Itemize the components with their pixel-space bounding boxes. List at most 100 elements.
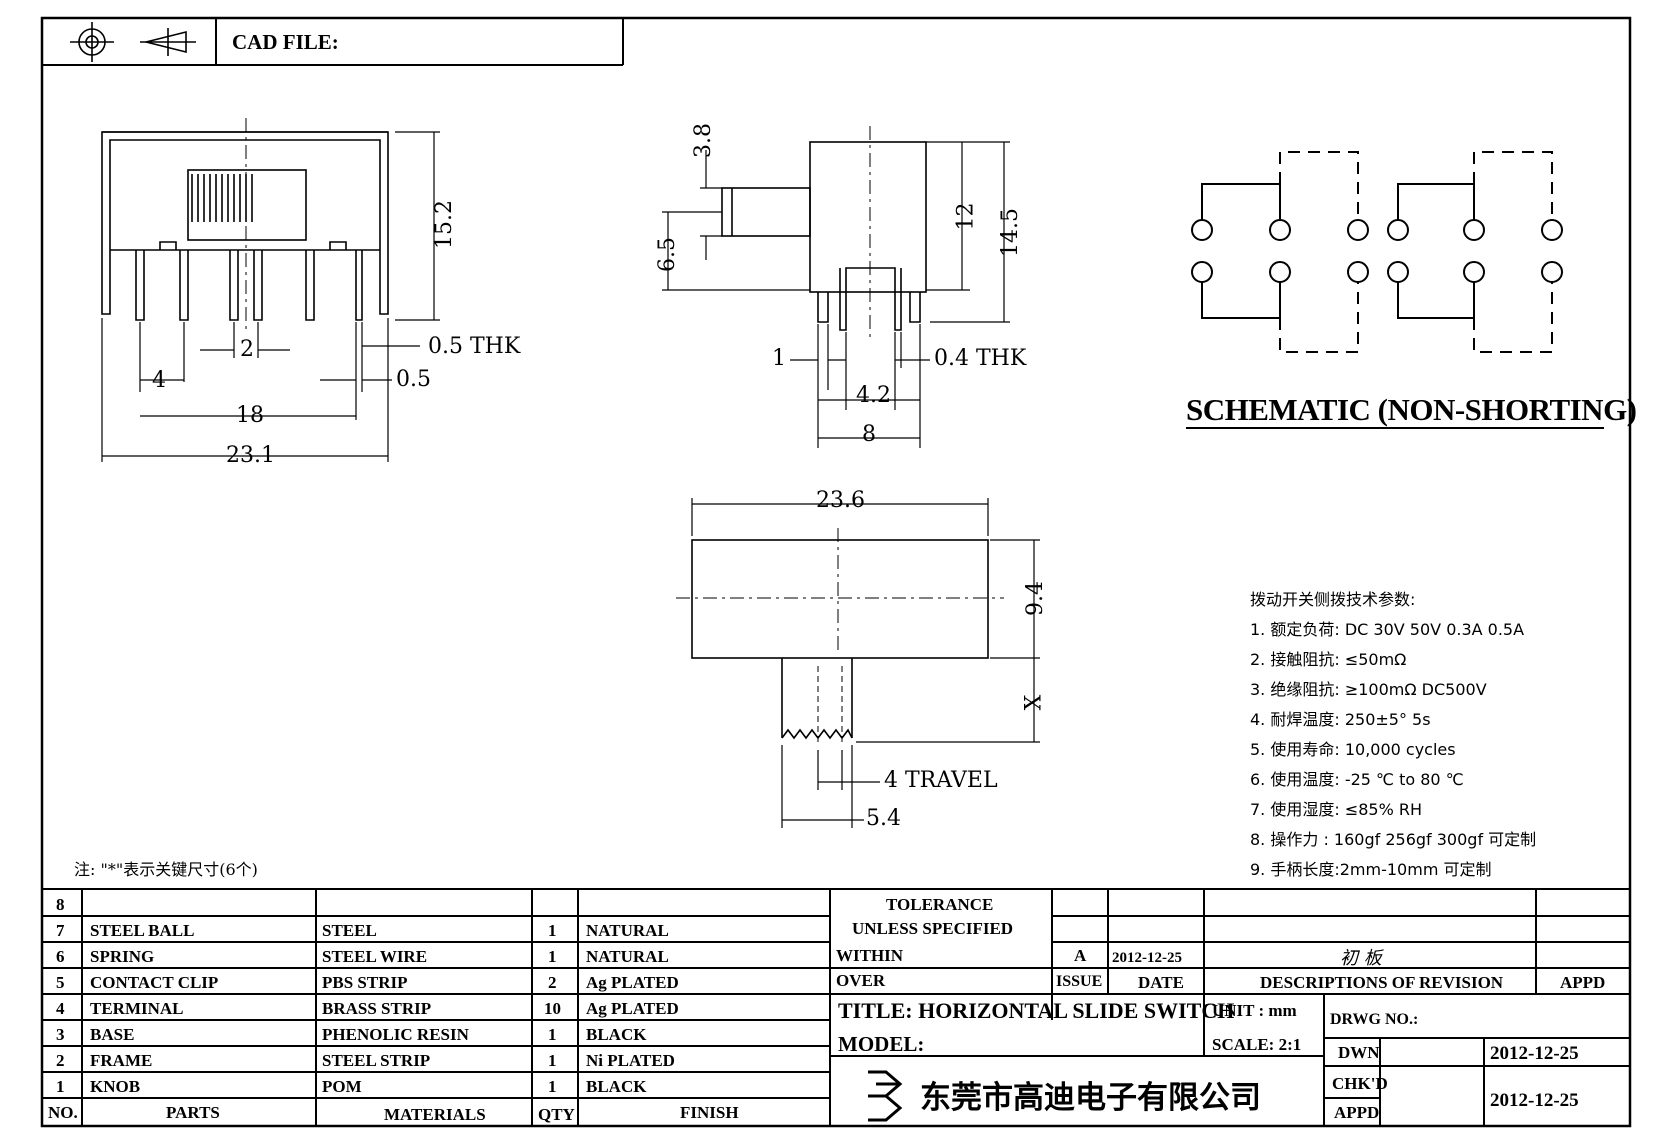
revision-description: 初 板 — [1340, 948, 1382, 969]
dim-knob-offset: 6.5 — [655, 237, 680, 272]
bom-part: CONTACT CLIP — [90, 973, 219, 992]
bom-material: PBS STRIP — [322, 973, 408, 992]
over-label: OVER — [836, 971, 886, 990]
dim-body-height: 12 — [953, 202, 979, 231]
company-logo-icon — [868, 1070, 903, 1122]
dim-top-height: 15.2 — [431, 200, 457, 249]
schematic-title: SCHEMATIC (NON-SHORTING) — [1186, 392, 1637, 427]
specs-title: 拨动开关侧拨技术参数: — [1250, 590, 1416, 609]
bom-material: STEEL STRIP — [322, 1051, 431, 1070]
bom-qty: 1 — [548, 1077, 557, 1096]
bom-no: 7 — [56, 921, 65, 940]
bom-qty: 1 — [548, 921, 557, 940]
tolerance-label: TOLERANCE — [886, 895, 994, 914]
dim-knob-ext: X — [1021, 694, 1047, 711]
dim-top-edge: 0.5 — [396, 367, 431, 392]
spec-item: 5. 使用寿命: 10,000 cycles — [1250, 740, 1456, 759]
bom-no: 2 — [56, 1051, 65, 1070]
projection-symbol-icon — [70, 22, 196, 62]
side-view-dimensions — [662, 141, 1010, 448]
bom-no: 5 — [56, 973, 65, 992]
dim-top-pin-span: 18 — [236, 403, 264, 428]
dim-knob-width: 5.4 — [866, 806, 901, 831]
side-view-drawing — [721, 126, 927, 340]
cad-file-label: CAD FILE: — [232, 30, 339, 54]
spec-item: 1. 额定负荷: DC 30V 50V 0.3A 0.5A — [1250, 620, 1525, 639]
bom-material: POM — [322, 1077, 362, 1096]
bom-part: BASE — [90, 1025, 135, 1044]
dim-travel: 4 TRAVEL — [884, 768, 998, 793]
bom-no: 3 — [56, 1025, 65, 1044]
bom-part: FRAME — [90, 1051, 153, 1070]
top-view-drawing — [101, 118, 389, 330]
bom-no: 1 — [56, 1077, 65, 1096]
bom-finish: Ag PLATED — [586, 973, 679, 992]
top-view-dimensions — [101, 131, 440, 462]
drawn-label: DWN — [1338, 1043, 1380, 1062]
descriptions-header: DESCRIPTIONS OF REVISION — [1260, 973, 1504, 992]
schematic-diagram — [1191, 151, 1563, 353]
bom-part: SPRING — [90, 947, 155, 966]
bom-no: 8 — [56, 895, 65, 914]
company-name: 东莞市高迪电子有限公司 — [920, 1080, 1261, 1116]
bom-finish: NATURAL — [586, 921, 669, 940]
spec-item: 2. 接触阻抗: ≤50mΩ — [1250, 650, 1407, 669]
bom-finish: BLACK — [586, 1077, 647, 1096]
bom-qty: 1 — [548, 1051, 557, 1070]
bom-header-material: MATERIALS — [384, 1105, 486, 1124]
title-block-grid — [42, 888, 1630, 1126]
bom-finish: Ni PLATED — [586, 1051, 675, 1070]
bom-part: STEEL BALL — [90, 921, 195, 940]
dim-top-thk: 0.5 THK — [428, 334, 521, 359]
spec-item: 3. 绝缘阻抗: ≥100mΩ DC500V — [1250, 680, 1487, 699]
key-dimension-note: 注: "*"表示关键尺寸(6个) — [74, 860, 258, 879]
dim-top-overall-width: 23.1 — [226, 443, 275, 468]
date-header: DATE — [1138, 973, 1184, 992]
dim-knob-height: 3.8 — [691, 123, 716, 158]
unless-specified-label: UNLESS SPECIFIED — [852, 919, 1014, 938]
bom-header-part: PARTS — [166, 1103, 220, 1122]
bom-qty: 2 — [548, 973, 557, 992]
bom-no: 6 — [56, 947, 65, 966]
spec-item: 8. 操作力 : 160gf 256gf 300gf 可定制 — [1250, 830, 1537, 849]
model-label: MODEL: — [838, 1032, 925, 1056]
bom-header-finish: FINISH — [680, 1103, 739, 1122]
bom-part: TERMINAL — [90, 999, 184, 1018]
bom-material: STEEL WIRE — [322, 947, 428, 966]
bom-no: 4 — [56, 999, 65, 1018]
spec-item: 4. 耐焊温度: 250±5° 5s — [1250, 710, 1431, 729]
drawing-title: TITLE: HORIZONTAL SLIDE SWITCH — [838, 998, 1235, 1023]
checked-label: CHK'D — [1332, 1074, 1388, 1093]
within-label: WITHIN — [836, 946, 904, 965]
bom-material: STEEL — [322, 921, 377, 940]
bom-finish: NATURAL — [586, 947, 669, 966]
issue-header: ISSUE — [1056, 973, 1103, 990]
drawing-number-label: DRWG NO.: — [1330, 1011, 1419, 1028]
bom-qty: 10 — [544, 999, 561, 1018]
dim-top-first-pitch: 4 — [152, 368, 166, 393]
checked-date: 2012-12-25 — [1490, 1090, 1579, 1111]
bom-qty: 1 — [548, 1025, 557, 1044]
dim-pin-thk: 0.4 THK — [934, 346, 1027, 371]
front-view-dimensions — [691, 498, 1040, 828]
spec-item: 9. 手柄长度:2mm-10mm 可定制 — [1250, 860, 1492, 879]
bom-material: PHENOLIC RESIN — [322, 1025, 469, 1044]
spec-item: 7. 使用湿度: ≤85% RH — [1250, 800, 1423, 819]
approved-label: APPD — [1334, 1103, 1380, 1122]
appd-header: APPD — [1560, 973, 1606, 992]
bom-header-qty: QTY — [538, 1105, 575, 1124]
bom-finish: Ag PLATED — [586, 999, 679, 1018]
dim-front-length: 23.6 — [816, 488, 865, 513]
dim-body-width: 8 — [862, 422, 876, 447]
dim-overall-height: 14.5 — [997, 208, 1023, 257]
unit-label: UNIT : mm — [1212, 1001, 1297, 1020]
bom-finish: BLACK — [586, 1025, 647, 1044]
front-view-drawing — [676, 528, 1004, 745]
dim-front-height: 9.4 — [1023, 581, 1048, 616]
bom-qty: 1 — [548, 947, 557, 966]
revision-date: 2012-12-25 — [1112, 950, 1182, 966]
drawn-date: 2012-12-25 — [1490, 1043, 1579, 1064]
bom-header-no: NO. — [48, 1103, 78, 1122]
scale-label: SCALE: 2:1 — [1212, 1035, 1302, 1054]
